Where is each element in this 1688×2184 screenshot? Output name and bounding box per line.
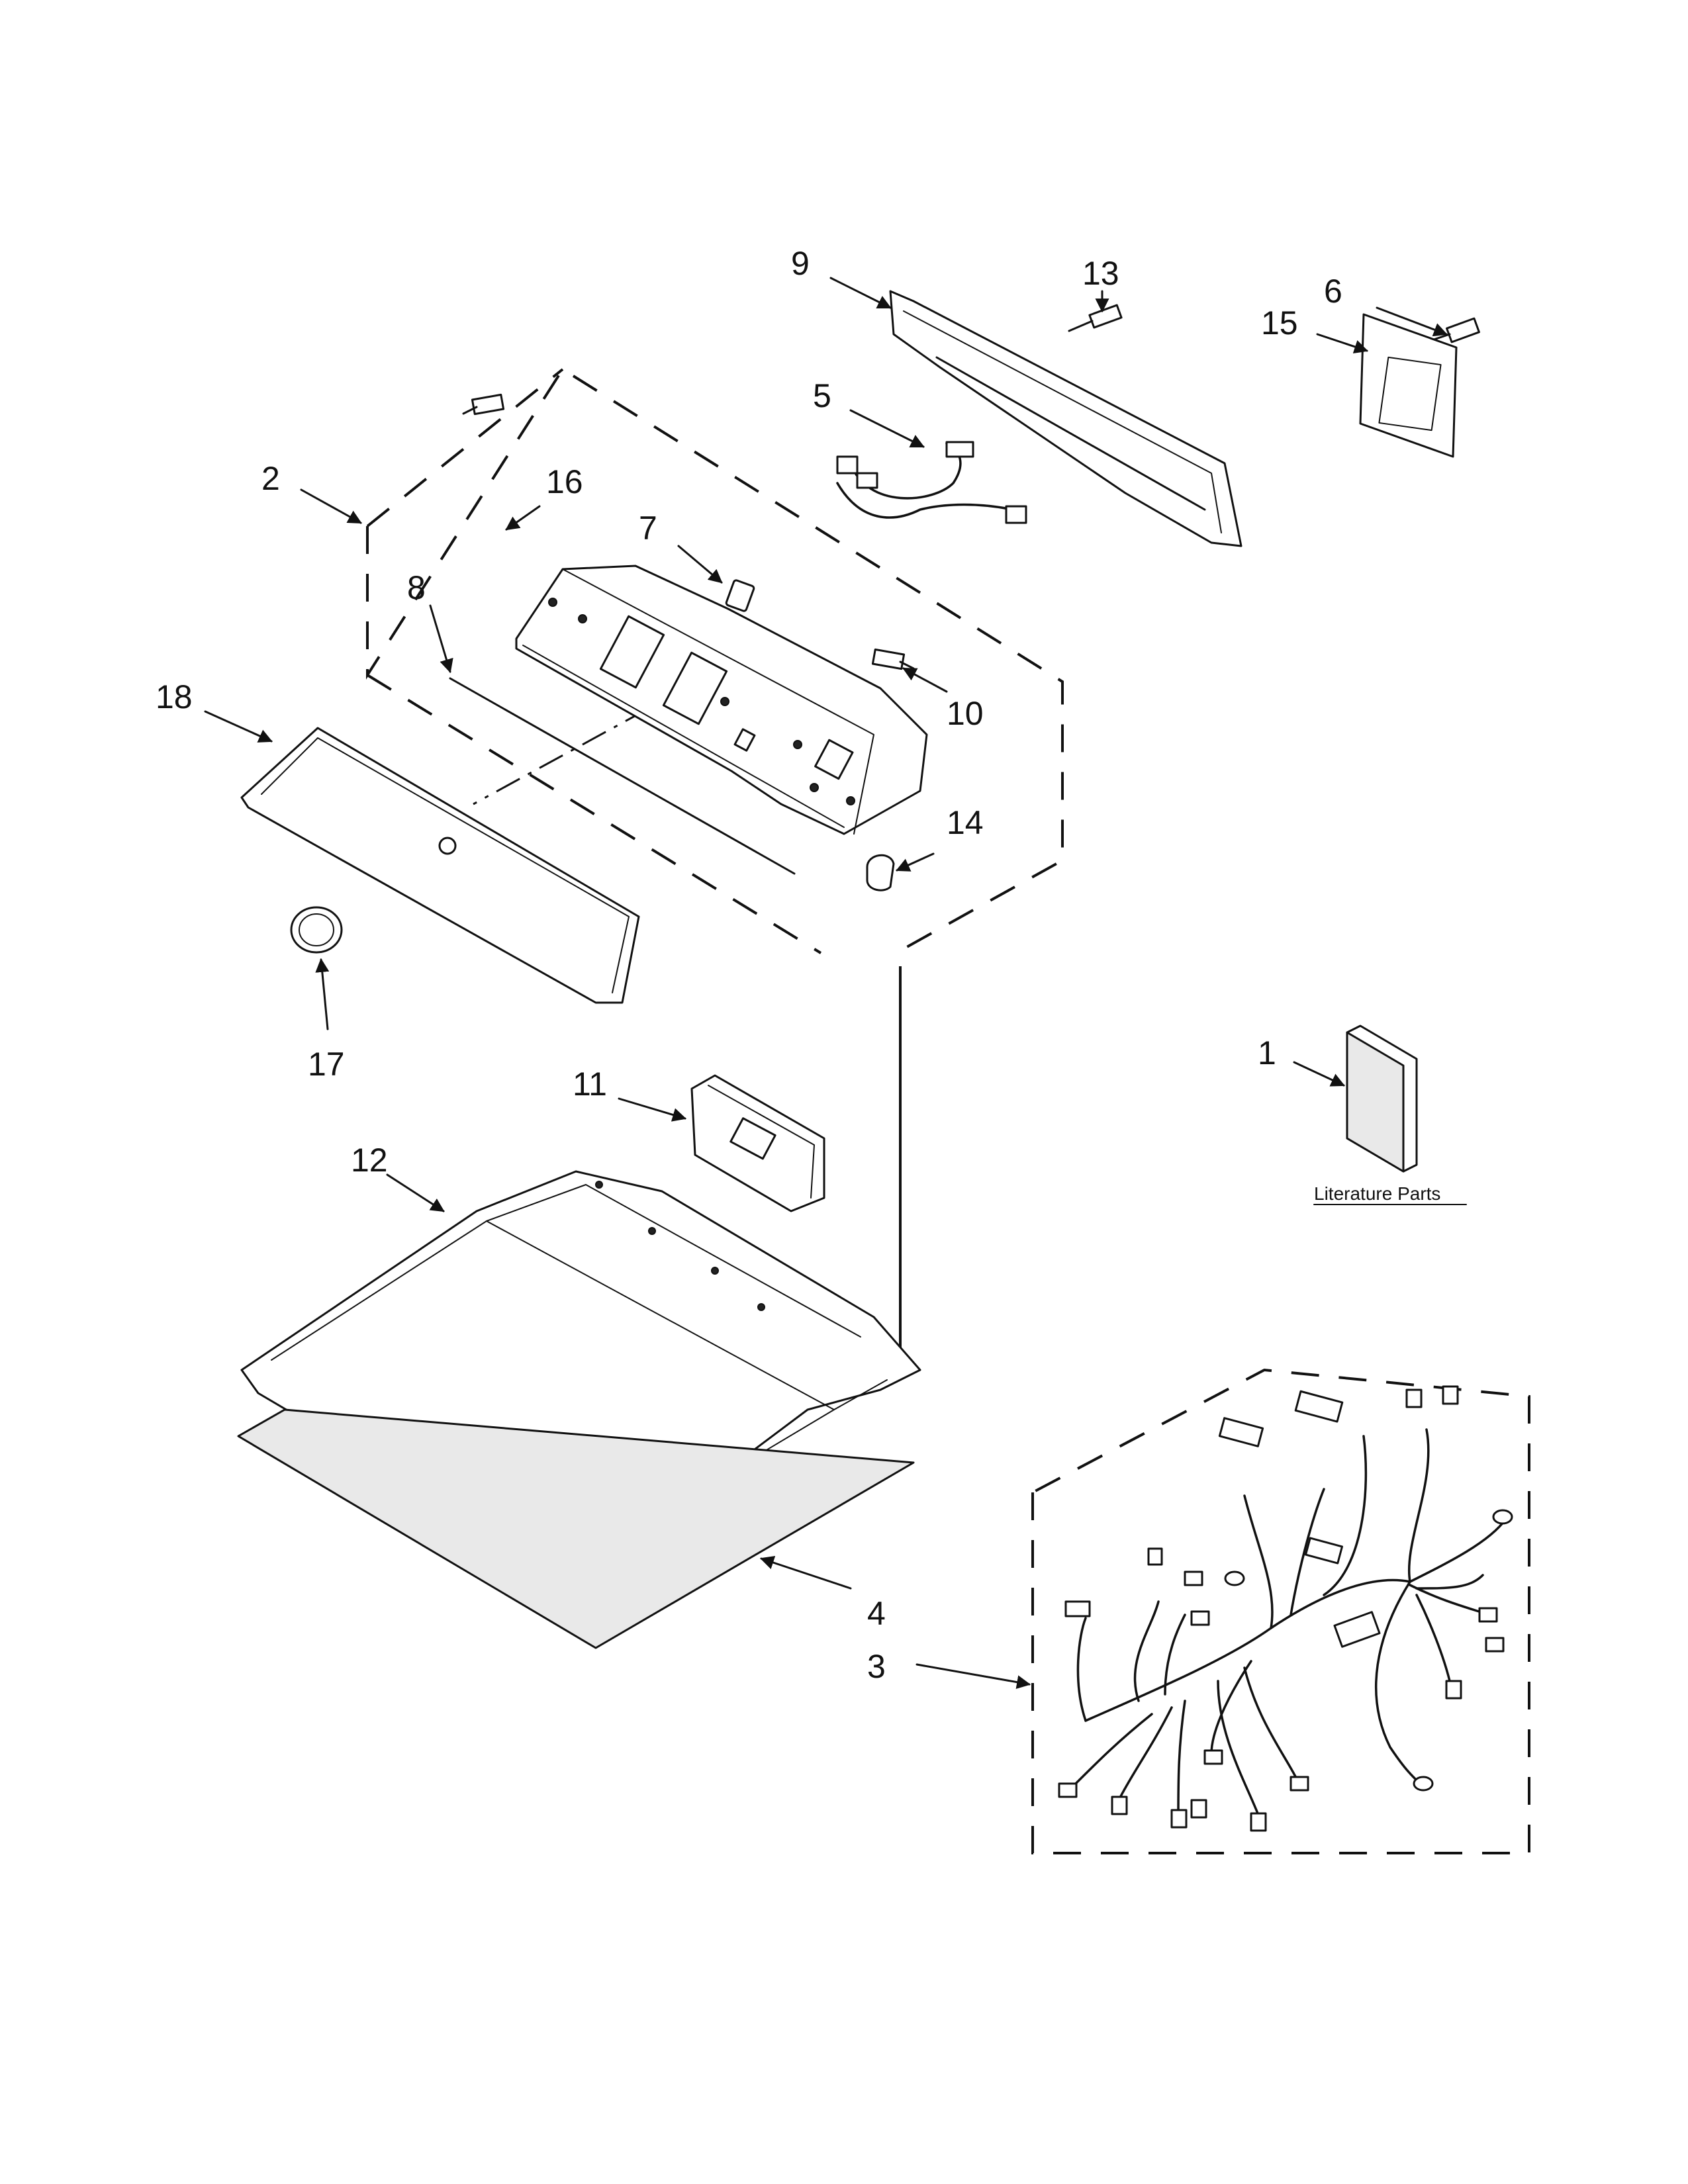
main-harness-outline <box>1031 1368 1530 1854</box>
callout-11: 11 <box>573 1066 607 1103</box>
knob <box>290 906 343 954</box>
callout-12: 12 <box>351 1142 388 1179</box>
literature-booklet <box>1346 1024 1418 1173</box>
callout-4: 4 <box>867 1595 886 1632</box>
console-front-panel <box>240 727 640 1004</box>
callout-13: 13 <box>1082 255 1119 292</box>
bracket-15 <box>1359 313 1458 458</box>
callout-17: 17 <box>308 1046 345 1083</box>
callout-5: 5 <box>813 377 831 414</box>
callout-14: 14 <box>947 804 984 841</box>
console-panel <box>515 565 928 835</box>
clamp-14 <box>866 854 895 891</box>
screw-10 <box>871 648 915 670</box>
leader-lines <box>204 277 1448 1690</box>
screw-16 <box>462 393 505 416</box>
callout-18: 18 <box>156 678 193 715</box>
callout-10: 10 <box>947 695 984 732</box>
callout-1: 1 <box>1258 1034 1276 1071</box>
callout-15: 15 <box>1261 304 1298 341</box>
literature-label: Literature Parts <box>1314 1183 1440 1204</box>
callout-16: 16 <box>546 463 583 500</box>
callout-2: 2 <box>261 460 280 497</box>
callout-7: 7 <box>639 510 657 547</box>
callout-3: 3 <box>867 1648 886 1685</box>
wire-harness-small <box>836 441 1027 524</box>
trim-strip <box>449 677 796 875</box>
callout-9: 9 <box>791 245 810 282</box>
electronic-control <box>690 1074 825 1212</box>
control-housing <box>889 290 1243 547</box>
main-wire-harness <box>1058 1385 1513 1832</box>
console-assembly-outline <box>366 367 1064 1353</box>
gasket-sheet <box>237 1408 915 1649</box>
callout-8: 8 <box>407 569 426 606</box>
clip-7 <box>725 579 755 612</box>
callout-6: 6 <box>1324 273 1342 310</box>
screw-13 <box>1068 304 1123 332</box>
